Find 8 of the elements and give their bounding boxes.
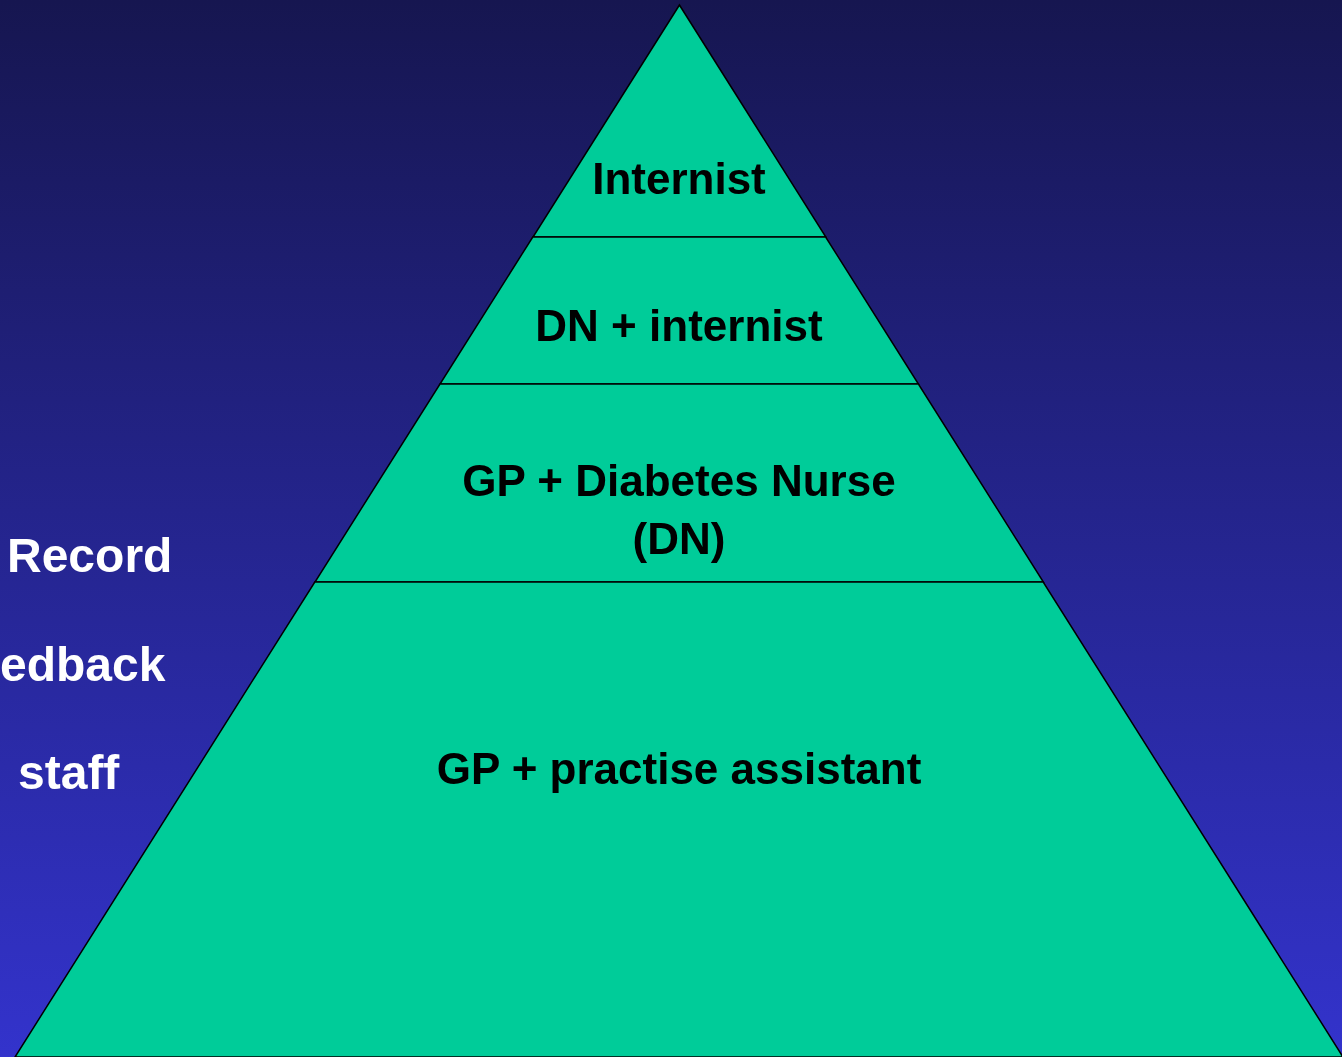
section-label: GP + practise assistant	[435, 743, 923, 795]
side-label: staff	[18, 745, 120, 800]
side-label: Record	[7, 528, 173, 583]
section-label: DN + internist	[534, 300, 824, 352]
section-label: Internist	[591, 153, 767, 205]
pyramid-top-section	[532, 5, 826, 237]
section-label: GP + Diabetes Nurse (DN)	[461, 455, 897, 565]
side-label: edback	[0, 637, 166, 692]
